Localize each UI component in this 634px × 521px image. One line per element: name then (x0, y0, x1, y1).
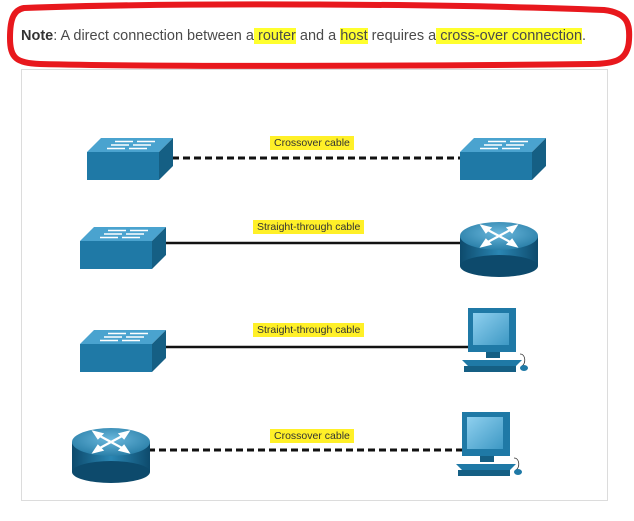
highlight-cross-over-connection: cross-over connection (436, 28, 583, 44)
router-icon (460, 222, 538, 277)
cable-label-3: Straight-through cable (253, 323, 365, 337)
network-diagram (72, 138, 546, 483)
cable-label-4: Crossover cable (270, 429, 354, 443)
note-segment-0: : A direct connection between a (53, 28, 254, 44)
highlight-router: router (253, 28, 296, 44)
switch-icon (87, 138, 173, 180)
highlight-host: host (340, 28, 368, 44)
cable-label-1: Crossover cable (270, 136, 354, 150)
note-segment-2: and a (295, 28, 341, 44)
note-segment-4: requires a (367, 28, 437, 44)
pc-icon (462, 308, 528, 372)
note-text: Note: A direct connection between a rout… (21, 28, 586, 44)
diagram-card: Crossover cable Straight-through cable S… (21, 69, 608, 501)
switch-icon (80, 330, 166, 372)
note-label: Note (21, 28, 54, 44)
cable-label-2: Straight-through cable (253, 220, 365, 234)
note-section: Note: A direct connection between a rout… (0, 0, 634, 70)
pc-icon (456, 412, 522, 476)
note-segment-6: . (582, 28, 587, 44)
switch-icon (460, 138, 546, 180)
switch-icon (80, 227, 166, 269)
red-annotation-outline (7, 1, 633, 69)
router-icon (72, 428, 150, 483)
